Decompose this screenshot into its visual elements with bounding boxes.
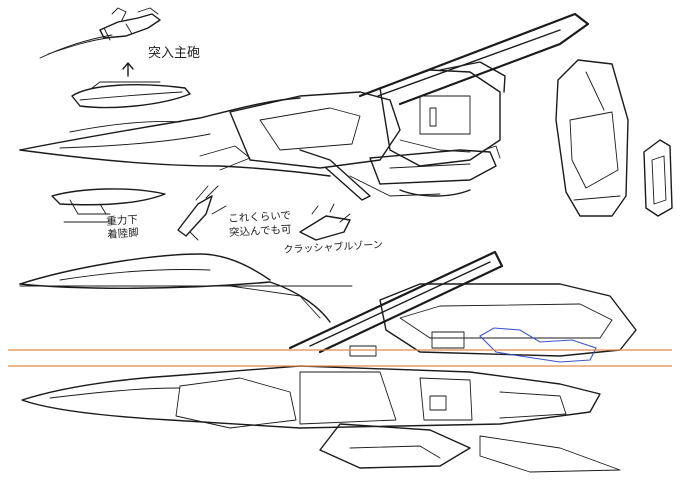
bottom-craft-side-view (21, 250, 637, 473)
note-ram-ok: これくらいで 突込んでも可 (228, 209, 292, 240)
thumbnail-landing-gear (51, 188, 166, 223)
thumbnail-ramming (177, 185, 227, 241)
note-gravity-landing-gear: 重力下 着陸脚 (106, 214, 139, 242)
detail-shoulder-block (555, 59, 629, 217)
detail-side-panel (643, 139, 673, 217)
profile-view-left (19, 253, 353, 323)
thumbnail-crash-zone (299, 203, 351, 241)
guide-lines (8, 349, 672, 367)
note-gravity-line-2: 着陸脚 (106, 226, 140, 241)
thumbnail-hull (71, 81, 191, 109)
arrow-up-icon (122, 62, 134, 77)
note-main-gun: 突入主砲 (148, 46, 201, 61)
blue-pencil-overlay (479, 327, 597, 363)
thumbnail-flying-craft (39, 7, 161, 59)
main-craft-side-view (19, 12, 590, 201)
